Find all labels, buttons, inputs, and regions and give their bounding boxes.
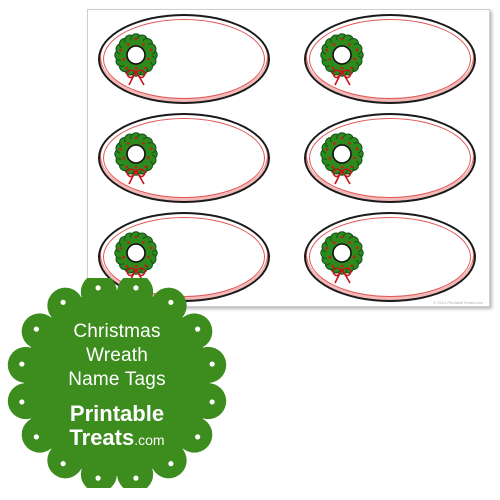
wreath-icon: [114, 33, 158, 86]
bow-icon: [332, 69, 352, 86]
name-tag: [98, 14, 270, 104]
bow-icon: [126, 69, 146, 86]
copyright-text: © 2014 PrintableTreats.com: [433, 300, 483, 305]
name-tag: [98, 113, 270, 203]
brand-tld: .com: [134, 432, 165, 448]
bow-icon: [332, 168, 352, 185]
scalloped-badge-shape: [7, 278, 227, 488]
name-tag: [304, 212, 476, 302]
brand-word-treats: Treats: [69, 425, 135, 450]
bow-icon: [332, 267, 352, 284]
wreath-icon: [320, 231, 364, 284]
name-tag: [304, 14, 476, 104]
name-tag: [304, 113, 476, 203]
wreath-icon: [114, 231, 158, 284]
title-badge: Christmas Wreath Name Tags Printable Tre…: [6, 278, 228, 488]
brand-line-2: Treats.com: [6, 426, 228, 452]
name-tag-sheet: © 2014 PrintableTreats.com: [87, 9, 490, 307]
bow-icon: [126, 168, 146, 185]
badge-title-line-1: Christmas: [73, 321, 161, 342]
badge-title-line-3: Name Tags: [68, 369, 166, 390]
wreath-icon: [320, 33, 364, 86]
wreath-icon: [114, 132, 158, 185]
badge-title-line-2: Wreath: [85, 345, 149, 366]
wreath-icon: [320, 132, 364, 185]
brand-line-1: Printable: [69, 401, 165, 426]
